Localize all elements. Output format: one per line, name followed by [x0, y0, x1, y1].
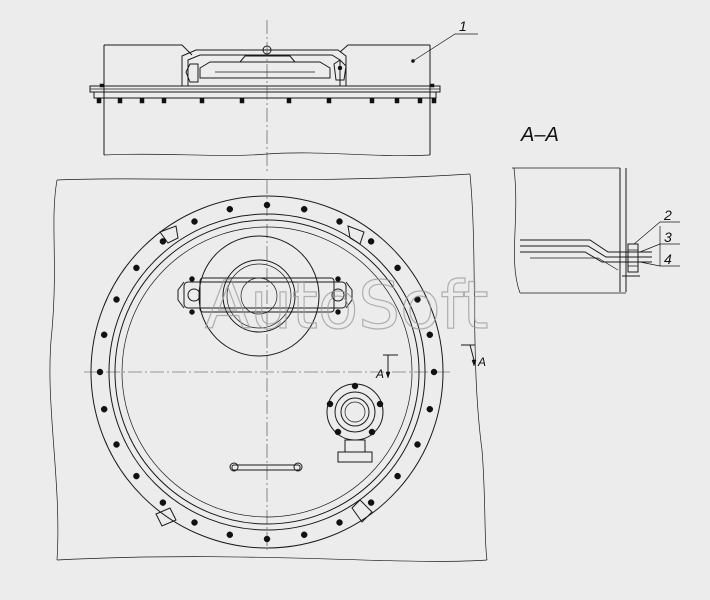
bolt-hole [367, 238, 375, 245]
bolt-hole [159, 238, 167, 245]
bolt-hole [426, 331, 434, 339]
bolt-hole [100, 331, 108, 339]
bolt-hole [113, 296, 120, 303]
bolt-hole [226, 205, 234, 213]
section-title: A–A [520, 124, 559, 146]
bolt-hole [367, 499, 375, 506]
section-mark-left: A [375, 354, 398, 381]
valve-fitting [326, 382, 384, 463]
bolt-hole [426, 405, 434, 413]
section-mark-left-label: A [375, 367, 384, 381]
bolt-hole [414, 296, 421, 303]
bolt-hole [414, 441, 421, 448]
plan-view: A A [49, 173, 488, 562]
bolt-hole [394, 264, 401, 272]
handle-bar [229, 462, 303, 472]
section-mark-right-label: A [477, 355, 486, 369]
bolt-hole [133, 472, 140, 480]
bolt-hole [430, 368, 438, 376]
bolt-hole [336, 218, 343, 225]
bolt-hole [300, 205, 308, 213]
flange-bolt-holes [96, 201, 438, 543]
bolt-hole [159, 499, 167, 506]
flange-bolts-row [96, 83, 437, 104]
callout-1-label: 1 [459, 18, 467, 34]
section-a-a-view: A–A 2 3 4 [512, 124, 680, 294]
callout-1: 1 [411, 18, 478, 63]
callout-3-label: 3 [664, 229, 672, 245]
bolt-hole [96, 368, 104, 376]
bolt-hole [226, 531, 234, 539]
callout-2-label: 2 [663, 207, 672, 223]
bolt-hole [300, 531, 308, 539]
side-elevation-view [89, 20, 441, 172]
bolt-hole [100, 405, 108, 413]
bolt-hole [113, 441, 120, 448]
watermark: AutoSoft [205, 267, 488, 344]
bolt-hole [336, 519, 343, 526]
section-mark-right: A [461, 344, 486, 369]
bolt-hole [191, 519, 198, 526]
bolt-hole [394, 472, 401, 480]
bolt-hole [191, 218, 198, 225]
callout-4-label: 4 [664, 251, 672, 267]
bolt-hole [263, 535, 271, 543]
bolt-hole [263, 201, 271, 209]
bolt-hole [133, 264, 140, 272]
section-callouts: 2 3 4 [633, 207, 680, 267]
